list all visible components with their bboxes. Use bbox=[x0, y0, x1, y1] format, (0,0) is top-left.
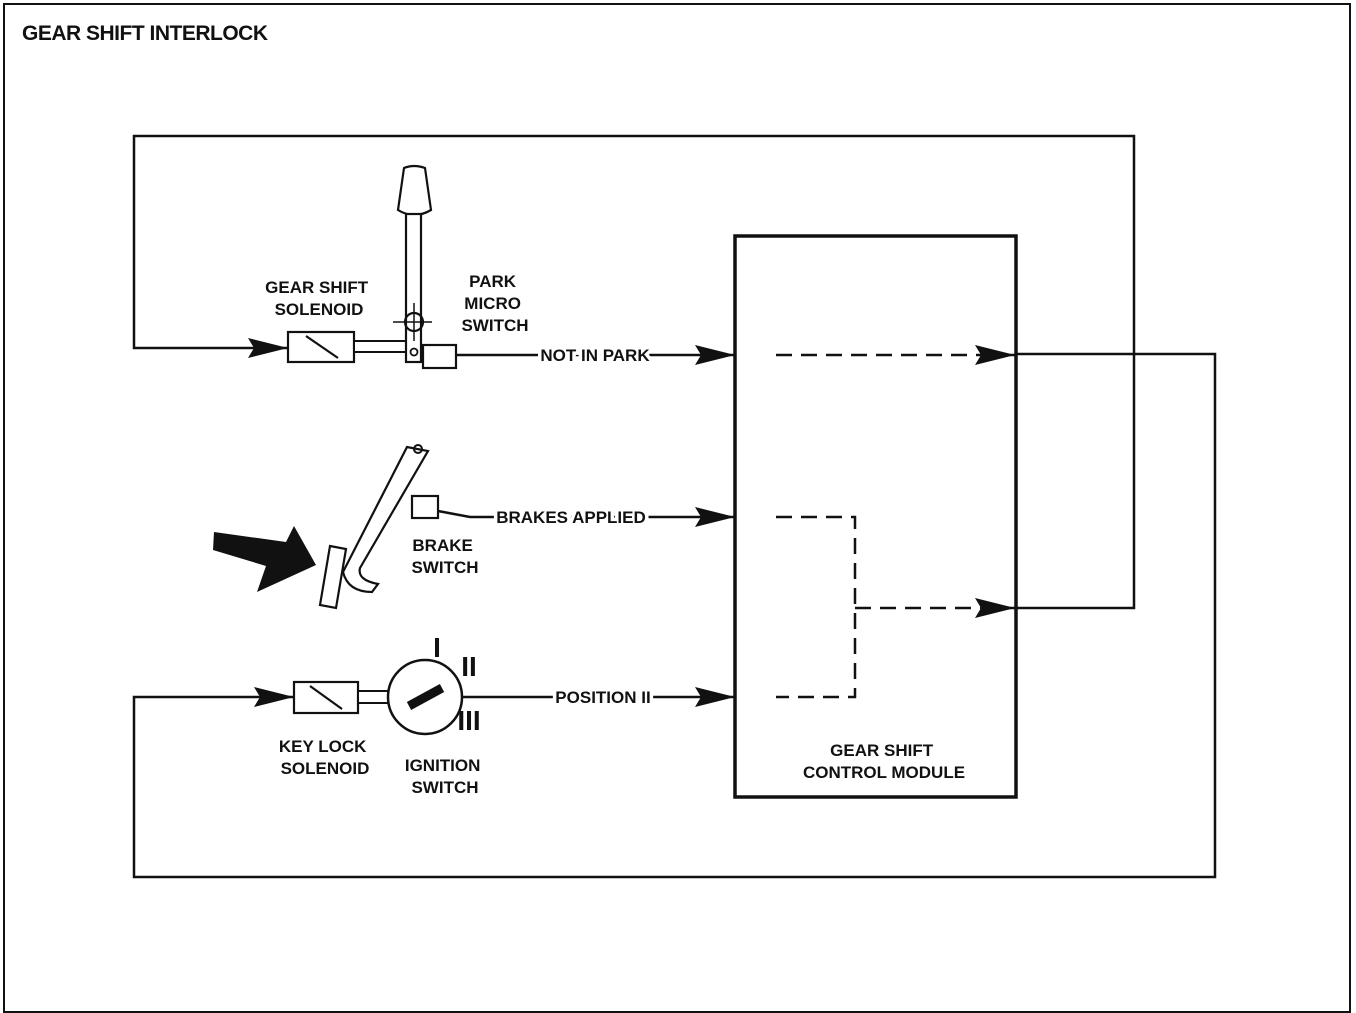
not-in-park-label: NOT IN PARK bbox=[540, 346, 650, 365]
gear-shift-solenoid bbox=[286, 330, 411, 364]
control-module-label: GEAR SHIFT CONTROL MODULE bbox=[803, 741, 965, 782]
ignition-switch bbox=[386, 658, 464, 736]
brakes-applied-label: BRAKES APPLIED bbox=[496, 508, 646, 527]
ignition-switch-label: IGNITION SWITCH bbox=[405, 756, 485, 797]
brake-switch-label: BRAKE SWITCH bbox=[411, 536, 478, 577]
park-micro-switch bbox=[421, 343, 458, 370]
page-title: GEAR SHIFT INTERLOCK bbox=[22, 22, 268, 45]
gear-lever bbox=[393, 164, 433, 364]
ignition-position-2-label: II bbox=[461, 651, 477, 682]
wire-brakes-applied bbox=[437, 507, 735, 527]
press-direction-arrow bbox=[213, 526, 316, 592]
internal-path-brake bbox=[776, 515, 857, 699]
wire-solenoid-feedback bbox=[132, 134, 1136, 610]
ignition-position-3-label: III bbox=[457, 705, 480, 736]
position-ii-label: POSITION II bbox=[555, 688, 650, 707]
park-micro-switch-label: PARK MICRO SWITCH bbox=[461, 272, 528, 335]
brake-pedal bbox=[318, 444, 430, 610]
brake-switch bbox=[410, 494, 440, 520]
ignition-position-1-label: I bbox=[433, 632, 441, 663]
wire-keylock-feedback bbox=[132, 352, 1217, 879]
control-module-box bbox=[733, 234, 1018, 799]
key-lock-solenoid-label: KEY LOCK SOLENOID bbox=[279, 737, 371, 778]
key-lock-solenoid bbox=[292, 680, 391, 715]
gear-shift-solenoid-label: GEAR SHIFT SOLENOID bbox=[265, 278, 373, 319]
